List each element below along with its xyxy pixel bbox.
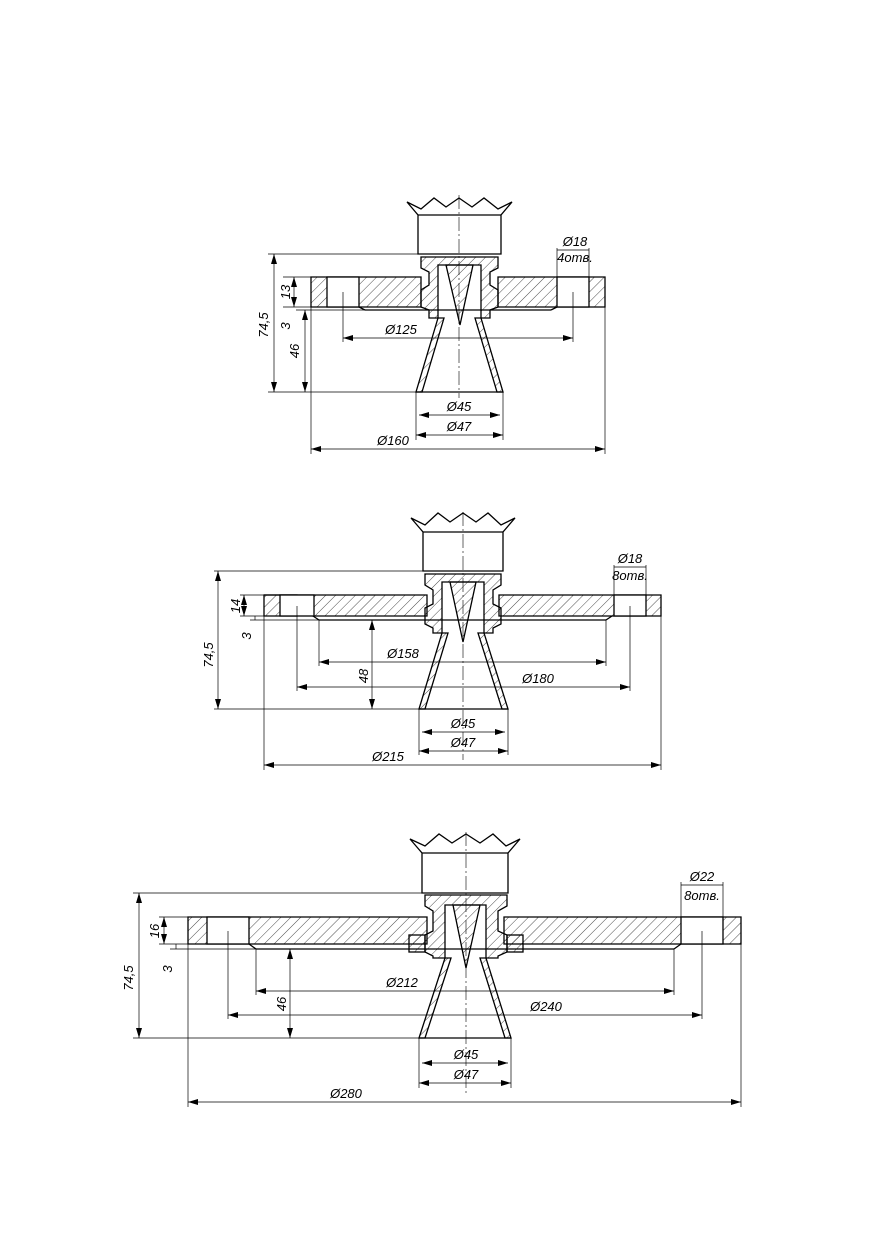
- horn-antenna: [418, 904, 512, 1039]
- recess-label: 3: [160, 965, 175, 973]
- hole-count-label: 4отв.: [557, 250, 593, 265]
- hole-diameter-label: Ø22: [689, 869, 715, 884]
- flange-diameter-label: Ø215: [371, 749, 405, 764]
- height-label: 74,5: [256, 312, 271, 338]
- horn-inner-label: Ø45: [453, 1047, 479, 1062]
- fitting-body: [420, 256, 499, 319]
- fitting-body: [408, 894, 524, 959]
- recess-label: 3: [239, 632, 254, 640]
- bolt-circle-label: Ø240: [529, 999, 563, 1014]
- horn-length-label: 48: [356, 668, 371, 683]
- view-antenna-dn150: 74,5 14 3 48 Ø158 Ø180 Ø45 Ø47: [201, 512, 662, 770]
- hole-count-label: 8отв.: [612, 568, 648, 583]
- raised-face-label: Ø212: [385, 975, 419, 990]
- view-antenna-dn125: 74,5 13 3 46 Ø125 Ø45 Ø47 Ø160: [256, 195, 606, 454]
- horn-outer-label: Ø47: [450, 735, 476, 750]
- raised-face-label: Ø158: [386, 646, 420, 661]
- fitting-body: [424, 573, 502, 634]
- flange-diameter-label: Ø160: [376, 433, 410, 448]
- hole-diameter-label: Ø18: [562, 234, 588, 249]
- view-antenna-dn200: 74,5 16 3 46 Ø212 Ø240 Ø45 Ø47: [121, 832, 742, 1107]
- horn-length-label: 46: [287, 343, 302, 358]
- hex-nut: [409, 833, 521, 894]
- flange: [263, 594, 662, 621]
- bolt-circle-label: Ø125: [384, 322, 418, 337]
- flange-thickness-label: 14: [228, 599, 243, 613]
- hole-count-label: 8отв.: [684, 888, 720, 903]
- horn-inner-label: Ø45: [450, 716, 476, 731]
- bolt-circle-label: Ø180: [521, 671, 555, 686]
- hex-nut: [410, 512, 516, 572]
- dimensions: 74,5 13 3 46 Ø125 Ø45 Ø47 Ø160: [256, 234, 606, 454]
- hole-diameter-label: Ø18: [617, 551, 643, 566]
- flange-diameter-label: Ø280: [329, 1086, 363, 1101]
- horn-inner-label: Ø45: [446, 399, 472, 414]
- horn-outer-label: Ø47: [453, 1067, 479, 1082]
- flange-thickness-label: 13: [278, 284, 293, 299]
- flange-thickness-label: 16: [147, 923, 162, 938]
- dimensions: 74,5 16 3 46 Ø212 Ø240 Ø45 Ø47: [121, 869, 742, 1107]
- hex-nut: [406, 197, 513, 255]
- dimensions: 74,5 14 3 48 Ø158 Ø180 Ø45 Ø47: [201, 551, 662, 770]
- height-label: 74,5: [201, 642, 216, 668]
- horn-length-label: 46: [274, 996, 289, 1011]
- horn-outer-label: Ø47: [446, 419, 472, 434]
- height-label: 74,5: [121, 965, 136, 991]
- recess-label: 3: [278, 322, 293, 330]
